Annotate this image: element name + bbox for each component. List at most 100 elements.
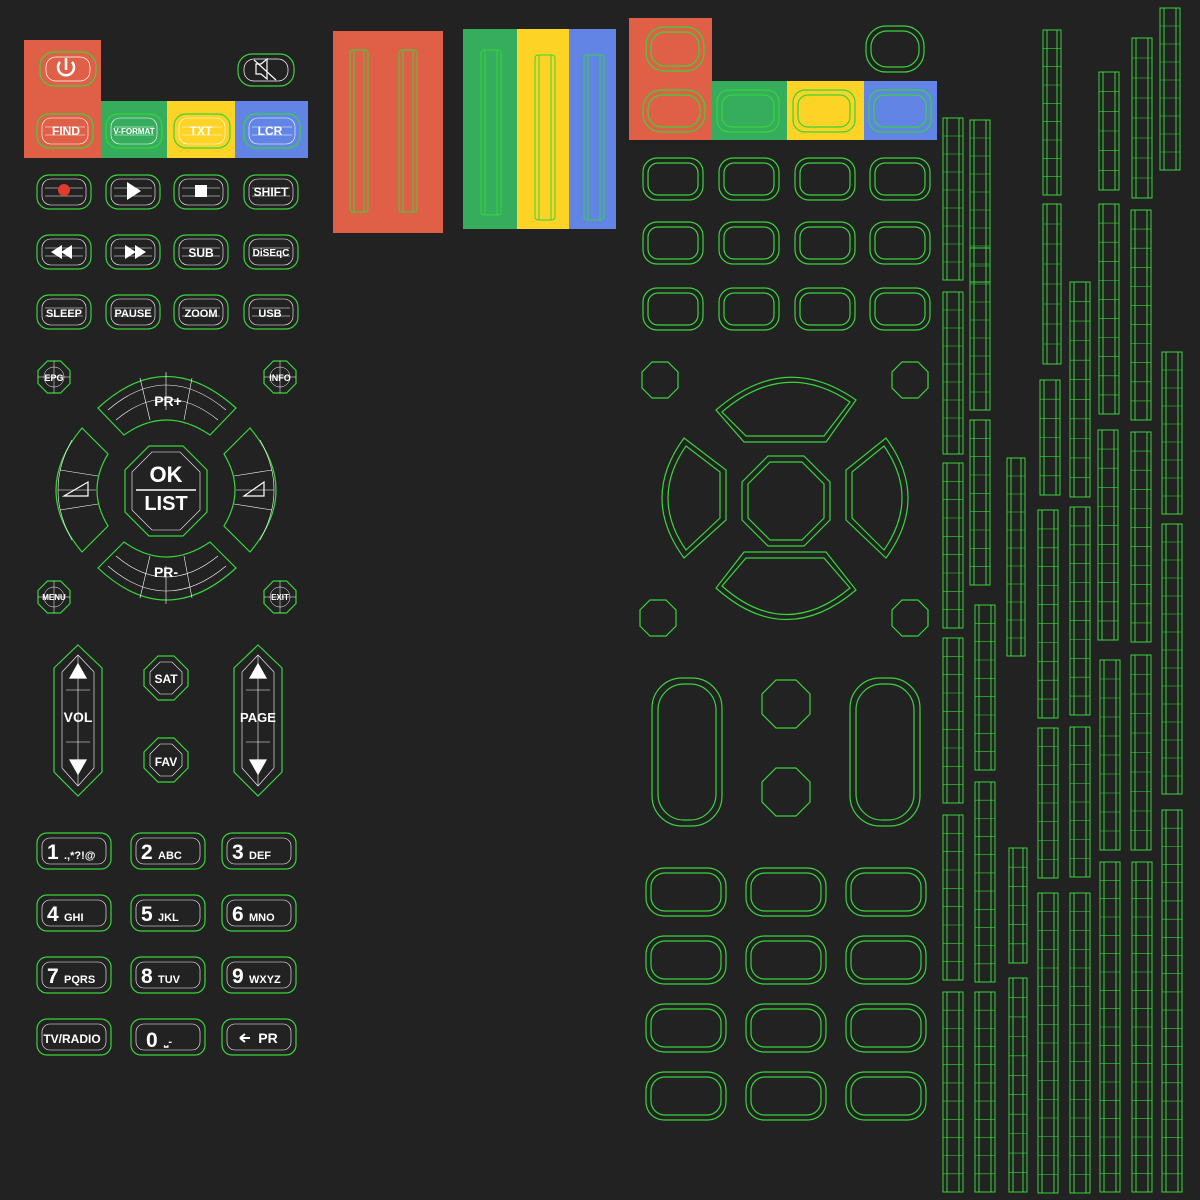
pr-down-button[interactable] <box>97 541 237 604</box>
record-button[interactable] <box>36 174 92 210</box>
uv-strip <box>1037 509 1059 719</box>
pr-down-label: PR- <box>154 564 178 580</box>
epg-button[interactable] <box>37 360 71 394</box>
volume-up-icon <box>242 480 265 497</box>
shell-key <box>642 157 704 201</box>
stop-icon <box>195 185 207 197</box>
shell-exit <box>891 599 929 637</box>
page-down-arrow-icon <box>248 759 268 776</box>
number-key-digit: 2 <box>141 841 153 864</box>
shell-dpad-up-inner <box>721 381 851 437</box>
shell-num-key <box>645 1071 727 1121</box>
number-key-5[interactable] <box>130 894 206 932</box>
uv-strip <box>1006 457 1026 657</box>
number-key-1[interactable] <box>36 832 112 870</box>
shift-button[interactable] <box>243 174 299 210</box>
back-pr-button[interactable] <box>221 1018 297 1056</box>
shell-dpad-down-inner <box>721 557 851 616</box>
uv-strip <box>1008 977 1028 1193</box>
rewind-icon <box>51 245 72 259</box>
uv-strip <box>1069 281 1091 498</box>
uv-strip <box>1131 861 1153 1193</box>
dpad <box>55 372 277 604</box>
vol-down-dpad-button[interactable] <box>55 427 109 553</box>
uv-strip <box>1098 203 1120 415</box>
shell-dpad-up <box>715 376 857 443</box>
pause-button[interactable] <box>105 294 161 330</box>
shell-num-key <box>745 867 827 917</box>
shell-key <box>794 287 856 331</box>
vol-down-arrow-icon <box>68 759 88 776</box>
uv-strip <box>969 247 991 411</box>
uv-strip <box>1161 809 1183 1193</box>
vformat-button[interactable] <box>105 113 163 149</box>
red-patch-power <box>24 40 101 158</box>
uv-strip <box>1037 727 1059 879</box>
number-key-digit: 8 <box>141 965 153 988</box>
page-label: PAGE <box>240 710 276 725</box>
fav-label: FAV <box>155 755 177 769</box>
exit-button[interactable] <box>263 580 297 614</box>
number-key-0[interactable] <box>130 1018 206 1056</box>
page-rocker[interactable] <box>233 644 283 797</box>
number-key-digit: 6 <box>232 903 244 926</box>
uv-strip <box>1042 29 1062 196</box>
info-button[interactable] <box>263 360 297 394</box>
number-key-letters: PQRS <box>64 974 95 986</box>
usb-button[interactable] <box>243 294 299 330</box>
number-key-4[interactable] <box>36 894 112 932</box>
shell-dpad-left-inner <box>667 445 721 551</box>
lcr-button[interactable] <box>243 113 301 149</box>
number-key-3[interactable] <box>221 832 297 870</box>
shell-page <box>849 677 921 827</box>
number-key-7[interactable] <box>36 956 112 994</box>
number-key-6[interactable] <box>221 894 297 932</box>
mute-button[interactable] <box>237 53 295 87</box>
uv-strip <box>942 462 964 629</box>
shell-green <box>716 89 780 133</box>
uv-strip <box>1039 379 1061 496</box>
shell-key <box>869 287 931 331</box>
sleep-label: SLEEP <box>46 308 82 320</box>
number-key-9[interactable] <box>221 956 297 994</box>
number-key-2[interactable] <box>130 832 206 870</box>
shell-red-bottom <box>642 89 706 133</box>
shell-dpad-right-inner <box>851 445 903 551</box>
fav-button[interactable] <box>143 737 189 783</box>
number-key-letters: TUV <box>158 974 181 986</box>
zoom-button[interactable] <box>173 294 229 330</box>
menu-button[interactable] <box>37 580 71 614</box>
number-key-8[interactable] <box>130 956 206 994</box>
uv-strip <box>974 604 996 771</box>
diseqc-button[interactable] <box>243 234 299 270</box>
uv-strip <box>1099 861 1121 1193</box>
rewind-button[interactable] <box>36 234 92 270</box>
info-label: INFO <box>269 373 291 383</box>
uv-strip <box>1099 659 1121 851</box>
vol-rocker[interactable] <box>53 644 103 797</box>
sat-label: SAT <box>154 672 178 686</box>
shell-key <box>718 157 780 201</box>
find-button[interactable] <box>36 113 94 149</box>
strip-columns <box>942 7 1183 1194</box>
sub-button[interactable] <box>173 234 229 270</box>
fast-forward-button[interactable] <box>105 234 161 270</box>
power-button[interactable] <box>39 51 97 87</box>
shell-blue <box>868 89 932 133</box>
tv-radio-button[interactable] <box>36 1018 112 1056</box>
sleep-button[interactable] <box>36 294 92 330</box>
ok-list-button[interactable] <box>124 445 208 537</box>
strip <box>398 49 418 213</box>
number-key-letters: ⎵- <box>163 1036 172 1049</box>
pr-up-button[interactable] <box>97 372 237 436</box>
number-key-letters: JKL <box>158 912 179 924</box>
strip <box>349 49 369 213</box>
uv-strip <box>969 119 991 283</box>
color-patches <box>24 18 937 233</box>
shell-vol-inner <box>657 683 717 821</box>
uv-strip <box>1161 351 1183 515</box>
sat-button[interactable] <box>143 655 189 701</box>
shell-num-key <box>845 935 927 985</box>
txt-button[interactable] <box>173 113 231 149</box>
vol-up-dpad-button[interactable] <box>223 427 277 553</box>
